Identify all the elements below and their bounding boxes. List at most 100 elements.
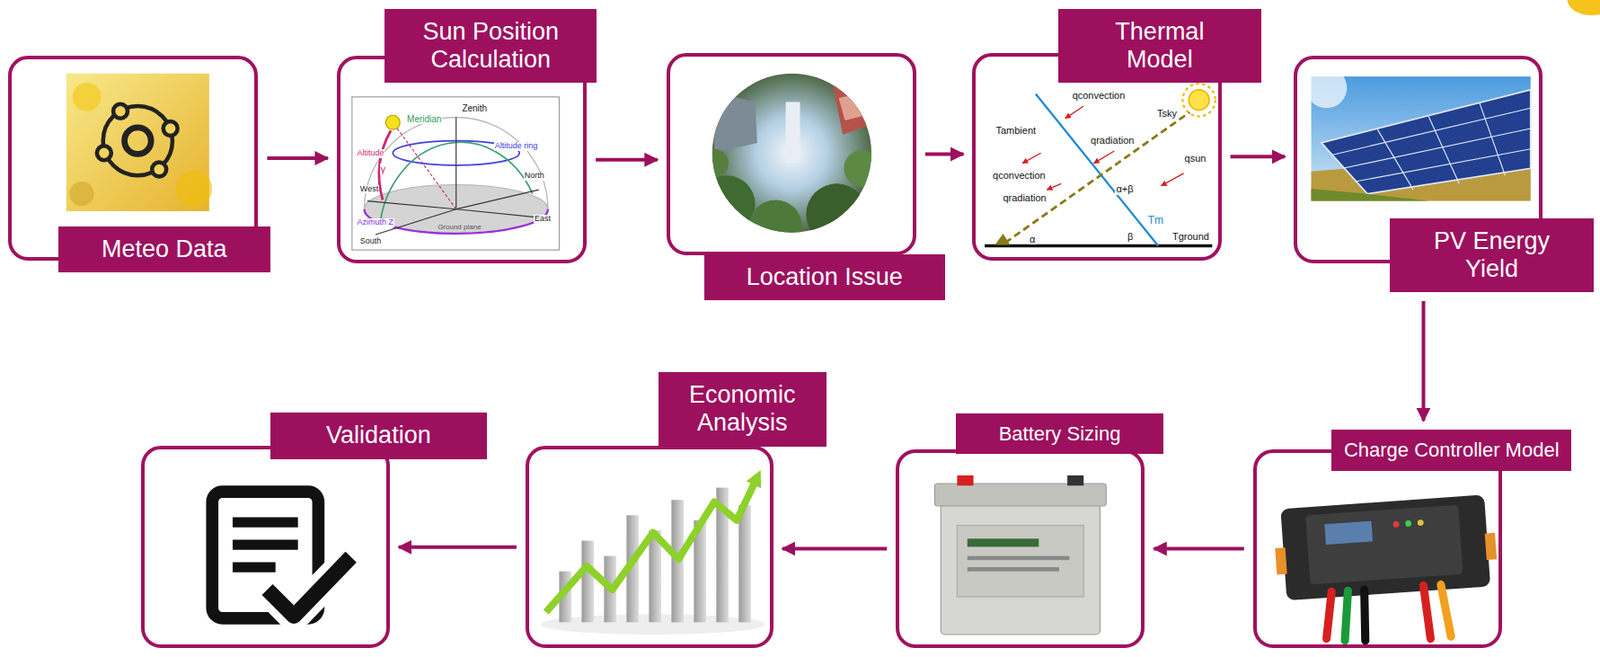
step-label: Battery Sizing: [964, 422, 1155, 445]
figure-circle: [97, 145, 112, 160]
figure-line: [1428, 115, 1459, 184]
figure-rect: [956, 475, 973, 486]
figure-rect: [934, 483, 1106, 506]
figure-label: qsun: [1184, 152, 1208, 164]
figure-circle: [749, 199, 803, 253]
figure-polygon: [831, 67, 884, 135]
figure-rect: [1280, 494, 1491, 601]
flow-arrow: [1153, 547, 1244, 551]
figure-rect: [1067, 475, 1084, 486]
figure-polygon: [994, 233, 1010, 245]
step-label: Location Issue: [713, 263, 937, 292]
figure-circle: [151, 161, 167, 177]
step-label: Economic Analysis: [667, 380, 818, 437]
figure-label: Tground: [1171, 230, 1211, 242]
figure-line: [1479, 103, 1505, 177]
step-label: Validation: [279, 421, 478, 450]
step-tag: Economic Analysis: [658, 371, 827, 446]
figure-line: [232, 539, 299, 549]
step-tag: PV Energy Yield: [1389, 218, 1594, 292]
figure-path: [1364, 589, 1366, 641]
figure-rect: [967, 566, 1060, 572]
figure-line: [1022, 152, 1041, 163]
validation-icon: [212, 491, 351, 619]
figure-line: [1161, 173, 1185, 186]
step-tag: Sun Position Calculation: [384, 8, 597, 83]
figure-label: North: [523, 171, 546, 181]
figure-path: [363, 117, 548, 210]
figure-label: West: [359, 185, 380, 195]
figure-rect: [352, 97, 560, 250]
figure-circle: [1182, 83, 1215, 116]
figure-label: qconvection: [1071, 89, 1127, 101]
figure-circle: [805, 183, 867, 245]
controller-wires: [1326, 583, 1452, 640]
figure-label: γ: [380, 163, 388, 175]
figure-rect: [967, 538, 1040, 547]
figure-circle: [124, 127, 152, 155]
step-tag: Location Issue: [704, 254, 946, 301]
step-label: PV Energy Yield: [1417, 227, 1566, 283]
figure-path: [1440, 583, 1451, 637]
figure-line: [367, 201, 457, 210]
figure-line: [392, 122, 456, 209]
figure-rect: [1324, 521, 1373, 545]
figure-line: [232, 561, 276, 572]
figure-path: [379, 130, 391, 200]
figure-path: [1344, 590, 1348, 641]
figure-rect: [956, 525, 1084, 597]
figure-line: [984, 244, 1212, 248]
flow-arrow: [1230, 154, 1286, 159]
pv-photo: [1306, 67, 1531, 202]
figure-rect: [738, 504, 752, 623]
step-box: Validation: [141, 445, 390, 648]
figure-label: Meridian: [406, 114, 442, 124]
figure-rect: [1274, 547, 1287, 575]
figure-circle: [113, 104, 128, 119]
figure-label: Altitude ring: [494, 141, 540, 151]
figure-label: qradiation: [1001, 192, 1047, 204]
figure-rect: [1305, 504, 1463, 585]
figure-polygon: [1321, 89, 1531, 195]
step-box: Battery Sizing: [895, 449, 1145, 648]
flow-arrow: [925, 152, 964, 157]
flow-arrow: [595, 158, 658, 162]
step-box: Economic Analysis: [525, 445, 774, 648]
figure-label: qradiation: [1089, 134, 1135, 146]
step-tag: Validation: [270, 412, 487, 459]
step-label: Meteo Data: [67, 235, 262, 264]
figure-circle: [1188, 89, 1210, 111]
figure-label: Tsky: [1156, 107, 1178, 119]
figure-line: [1035, 93, 1159, 246]
figure-circle: [69, 181, 94, 206]
figure-polygon: [1311, 188, 1430, 202]
figure-label: Zenith: [460, 103, 488, 114]
fisheye-photo: [698, 67, 884, 254]
figure-polygon: [714, 91, 758, 153]
figure-circle: [698, 175, 756, 233]
thermal-figure: [984, 83, 1216, 246]
figure-label: qconvection: [991, 169, 1047, 181]
economic-chart: [540, 477, 766, 635]
figure-circle: [1392, 521, 1399, 528]
flow-arrow: [266, 156, 328, 160]
figure-circle: [1417, 519, 1424, 526]
step-tag: Charge Controller Model: [1331, 429, 1572, 470]
figure-rect: [648, 530, 662, 622]
figure-circle: [163, 121, 178, 136]
figure-circle: [175, 170, 213, 208]
figure-polygon: [839, 91, 870, 121]
figure-label: Azimuth Z: [355, 218, 395, 228]
step-tag: Meteo Data: [58, 226, 271, 273]
figure-label: South: [359, 237, 383, 247]
figure-label: Altitude: [355, 149, 385, 159]
flow-arrow: [398, 545, 517, 549]
figure-rect: [967, 556, 1070, 561]
step-box: PV Energy Yield: [1293, 55, 1543, 264]
figure-label: Tambient: [994, 124, 1037, 136]
step-label: Thermal Model: [1092, 17, 1228, 74]
step-box: Charge Controller Model: [1253, 449, 1503, 648]
step-box: Location Issue: [666, 53, 917, 256]
